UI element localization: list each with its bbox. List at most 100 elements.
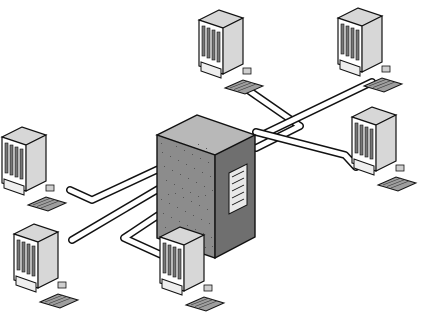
hub-texture-dot — [205, 247, 206, 248]
drive-bay — [177, 248, 182, 280]
drive-bay — [26, 243, 31, 275]
computer-workstation-icon — [12, 223, 80, 309]
hub-texture-dot — [163, 213, 164, 214]
hub-texture-dot — [168, 194, 169, 195]
tower-base — [339, 59, 361, 77]
hub-texture-dot — [172, 170, 173, 171]
keyboard-key-row — [229, 80, 249, 89]
hub-texture-dot — [171, 217, 172, 218]
hub-texture-dot — [182, 188, 183, 189]
hub-texture-dot — [190, 192, 191, 193]
hub-texture-dot — [212, 190, 213, 191]
hub-texture-dot — [205, 195, 206, 196]
keyboard-key-row — [48, 296, 68, 304]
drive-bay — [19, 148, 24, 180]
drive-bay — [162, 242, 167, 274]
keyboard-key-row — [190, 297, 210, 306]
keyboard-icon — [223, 79, 265, 95]
computer-workstation-icon — [158, 226, 226, 312]
drive-bay — [359, 124, 364, 156]
keyboard-icon — [26, 196, 68, 212]
tower-side — [222, 17, 244, 75]
hub-texture-dot — [178, 160, 179, 161]
hub-texture-dot — [165, 227, 166, 228]
hub-texture-dot — [177, 207, 178, 208]
drive-bay — [201, 25, 206, 57]
drive-bay — [364, 126, 369, 158]
hub-texture-dot — [202, 172, 203, 173]
drive-bay — [16, 239, 21, 271]
keyboard-key-row — [368, 78, 388, 87]
tower-side — [361, 15, 383, 73]
hub-label-panel — [228, 163, 248, 215]
hub-label-line — [231, 198, 245, 206]
tower-base — [15, 275, 37, 293]
computer-workstation-icon — [336, 7, 404, 93]
keyboard-key-row — [198, 300, 218, 309]
hub-texture-dot — [185, 211, 186, 212]
hub-label-line — [231, 170, 245, 178]
drive-bay — [31, 245, 36, 277]
keyboard-key-row — [376, 81, 396, 90]
cable — [69, 185, 163, 243]
hub-texture-dot — [204, 186, 205, 187]
hub-texture-dot — [208, 162, 209, 163]
tower-base — [3, 178, 25, 196]
hub-texture-dot — [198, 196, 199, 197]
drive-bay — [340, 23, 345, 55]
cable — [67, 163, 168, 203]
port-box — [395, 164, 405, 172]
hub-texture-dot — [212, 246, 213, 247]
cable — [253, 129, 359, 170]
port-box — [242, 67, 252, 75]
cable — [245, 87, 303, 151]
keyboard-key-row — [372, 80, 392, 88]
hub-texture-dot — [179, 221, 180, 222]
hub-texture-dot — [187, 225, 188, 226]
tower-base — [353, 158, 375, 176]
hub-texture-dot — [210, 176, 211, 177]
hub-texture-dot — [162, 152, 163, 153]
workstations — [0, 7, 418, 312]
drive-bay — [345, 25, 350, 57]
hub-texture-dot — [183, 197, 184, 198]
keyboard-key-row — [237, 83, 257, 92]
hub-texture-dot — [176, 146, 177, 147]
hub-label-line — [231, 191, 245, 199]
hub-texture-dot — [192, 154, 193, 155]
keyboard-key-row — [386, 179, 406, 187]
drive-bay — [4, 142, 9, 174]
hub-texture-dot — [175, 193, 176, 194]
drive-bay — [216, 31, 221, 63]
drive-bay — [355, 29, 360, 61]
tower-base — [161, 278, 183, 296]
port-box — [45, 184, 55, 192]
keyboard-key-row — [32, 197, 52, 206]
hub-label-line — [231, 184, 245, 192]
hub-texture-dot — [203, 233, 204, 234]
tower-side — [183, 234, 205, 292]
keyboard-icon — [38, 293, 80, 309]
hub-texture-dot — [174, 184, 175, 185]
hub-texture-dot — [194, 168, 195, 169]
hub-texture-dot — [186, 164, 187, 165]
drive-bay — [354, 122, 359, 154]
hub-texture-dot — [191, 201, 192, 202]
hub-texture-dot — [164, 166, 165, 167]
tower-side — [25, 134, 47, 192]
port-box — [57, 281, 67, 289]
drive-bay — [350, 27, 355, 59]
computer-workstation-icon — [350, 106, 418, 192]
hub-texture-dot — [207, 209, 208, 210]
hub-texture-dot — [180, 174, 181, 175]
drive-bay — [14, 146, 19, 178]
keyboard-key-row — [194, 299, 214, 307]
keyboard-key-row — [382, 177, 402, 186]
computer-workstation-icon — [0, 126, 68, 212]
drive-bay — [9, 144, 14, 176]
keyboard-key-row — [40, 200, 60, 209]
keyboard-key-row — [44, 294, 64, 303]
drive-bay — [21, 241, 26, 273]
